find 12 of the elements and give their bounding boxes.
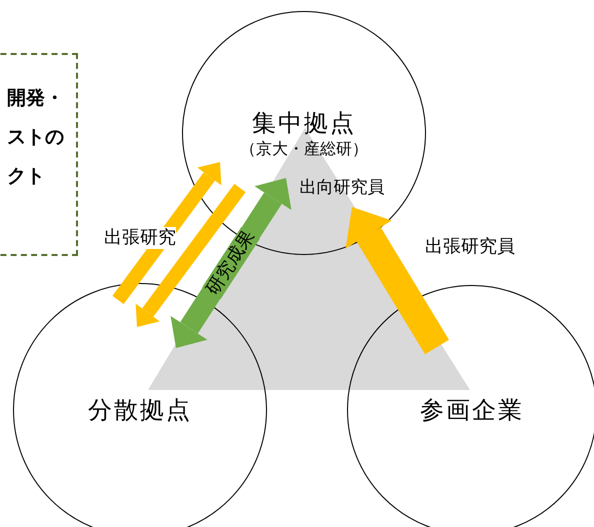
block-arrow bbox=[346, 207, 449, 354]
block-arrow bbox=[112, 162, 222, 304]
node-title: 参画企業 bbox=[420, 395, 524, 425]
note-text: 開発・ストのクト bbox=[7, 86, 64, 189]
text-label: 出向研究員 bbox=[300, 176, 384, 198]
node-title: 集中拠点 bbox=[252, 108, 356, 138]
node-title: 分散拠点 bbox=[88, 395, 192, 425]
dashed-note-box bbox=[0, 53, 78, 256]
circle-node bbox=[347, 285, 594, 527]
node-subtitle: （京大・産総研） bbox=[240, 138, 368, 160]
edge-label: 出張研究員 bbox=[425, 236, 515, 258]
edge-label: 出張研究 bbox=[104, 227, 176, 249]
